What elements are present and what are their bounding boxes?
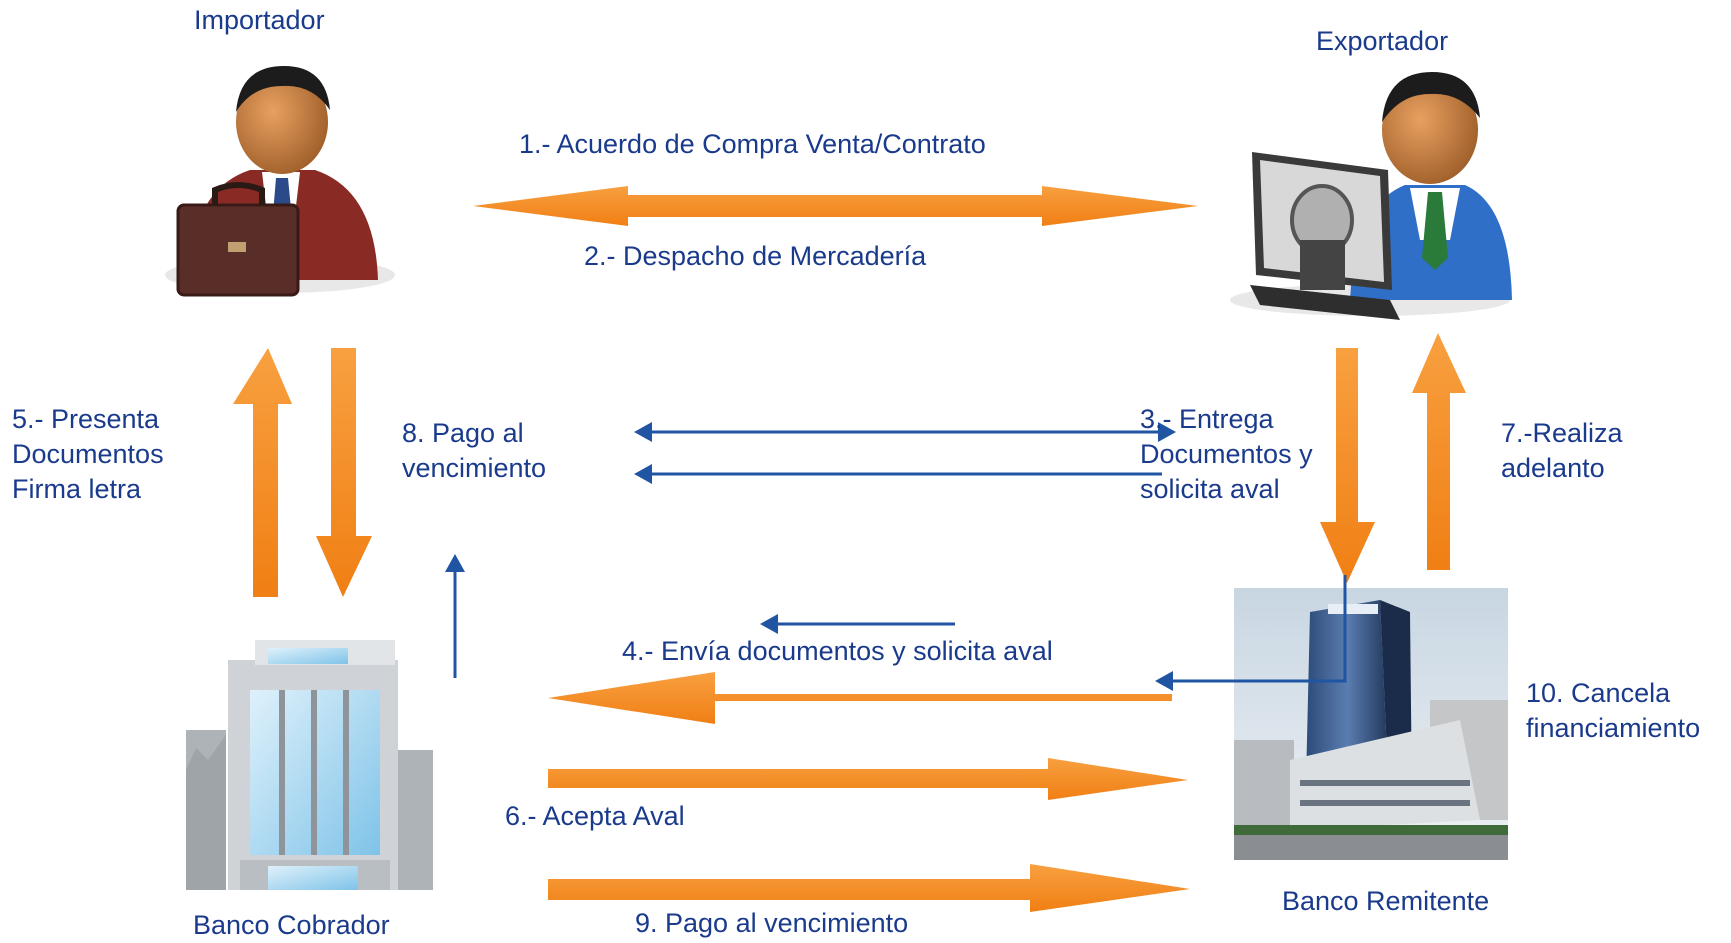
step-9-label: 9. Pago al vencimiento	[635, 908, 909, 938]
arrow-remitente-to-cobrador	[548, 672, 1172, 724]
arrow-envia-documentos	[760, 614, 955, 634]
step-5-label: 5.- Presenta Documentos Firma letra	[12, 404, 164, 504]
arrow-importer-down	[316, 348, 372, 597]
step-8-label: 8. Pago al vencimiento	[402, 418, 547, 483]
arrow-pago-vencimiento-top	[634, 422, 1176, 442]
collecting-bank-label: Banco Cobrador	[193, 910, 390, 940]
step-7-label: 7.-Realiza adelanto	[1501, 418, 1623, 483]
businessman-computer-icon	[1230, 72, 1512, 320]
step-6-label: 6.- Acepta Aval	[505, 801, 685, 831]
arrow-exporter-up	[1412, 333, 1466, 570]
step-1-label: 1.- Acuerdo de Compra Venta/Contrato	[519, 129, 986, 159]
arrow-pago-vencimiento-up	[445, 554, 465, 678]
bank-building-icon	[186, 640, 433, 890]
arrow-remitente-docs-elbow	[1155, 575, 1347, 691]
arrow-importer-exporter-bidirectional	[473, 186, 1198, 226]
exporter-label: Exportador	[1316, 26, 1449, 56]
step-4-label: 4.- Envía documentos y solicita aval	[622, 636, 1053, 666]
step-3-label: 3.- Entrega Documentos y solicita aval	[1140, 404, 1313, 504]
importer-label: Importador	[194, 5, 325, 35]
arrow-exporter-down	[1320, 348, 1375, 583]
step-10-label: 10. Cancela financiamiento	[1526, 678, 1701, 743]
remitting-bank-label: Banco Remitente	[1282, 886, 1490, 916]
arrow-importer-up	[233, 348, 292, 597]
arrow-entrega-documentos	[634, 464, 1162, 484]
step-2-label: 2.- Despacho de Mercadería	[584, 241, 927, 271]
arrow-cobrador-to-remitente-aval	[548, 758, 1188, 800]
arrow-cobrador-to-remitente-pago	[548, 864, 1190, 912]
bank-tower-photo	[1234, 588, 1508, 860]
businessman-briefcase-icon	[165, 66, 395, 297]
